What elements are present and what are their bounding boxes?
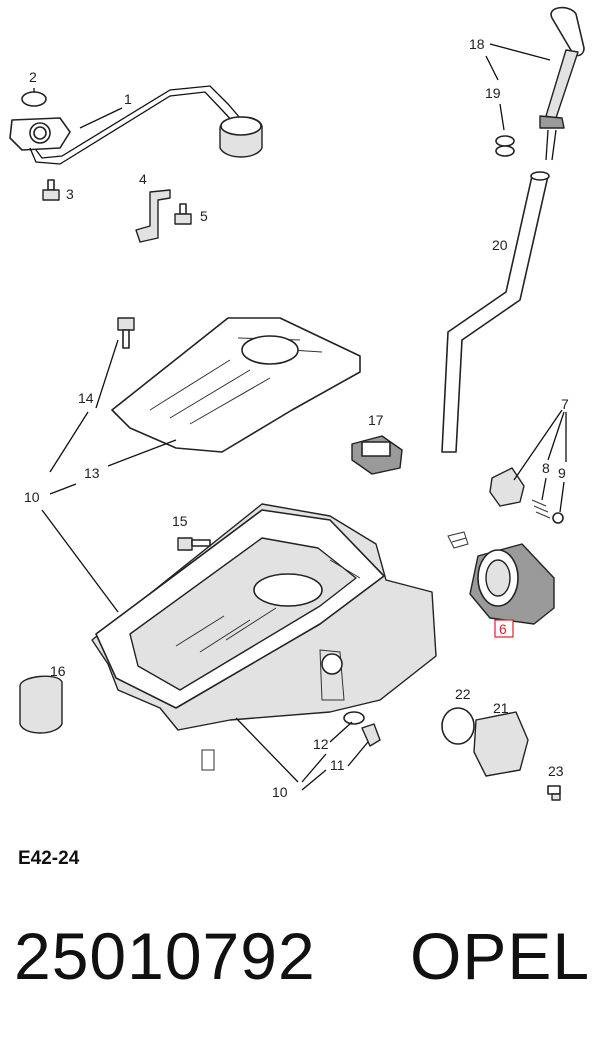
guide-tube-top xyxy=(530,171,550,181)
callout-labels: 1 2 3 4 5 6 7 8 9 10 10 11 12 13 14 15 1… xyxy=(24,36,569,800)
o-ring-part-19[interactable] xyxy=(495,135,515,157)
bracket-part-4[interactable] xyxy=(135,189,171,243)
callout-17[interactable]: 17 xyxy=(368,412,384,428)
callout-2[interactable]: 2 xyxy=(29,69,37,85)
guide-tube-part-20[interactable] xyxy=(441,175,549,453)
leader-lines xyxy=(33,43,567,791)
baffle-plate-part-13[interactable] xyxy=(111,317,361,453)
oil-filter-part-6[interactable] xyxy=(469,543,555,625)
filter-housing-part-21[interactable] xyxy=(473,711,529,777)
bolt-part-5[interactable] xyxy=(174,203,192,225)
callout-4[interactable]: 4 xyxy=(139,171,147,187)
part-number: 25010792 xyxy=(14,919,316,993)
bolt-part-14[interactable] xyxy=(117,317,135,349)
callout-19[interactable]: 19 xyxy=(485,85,501,101)
callout-23[interactable]: 23 xyxy=(548,763,564,779)
exploded-parts-diagram: 1 2 3 4 5 6 7 8 9 10 10 11 12 13 14 15 1… xyxy=(9,6,585,801)
callout-1[interactable]: 1 xyxy=(124,91,132,107)
callout-16[interactable]: 16 xyxy=(50,663,66,679)
gasket-part-22[interactable] xyxy=(441,707,475,745)
brand-name: OPEL xyxy=(410,919,591,993)
callout-9[interactable]: 9 xyxy=(558,465,566,481)
callout-6[interactable]: 6 xyxy=(499,621,507,637)
oil-pipe-part-1[interactable] xyxy=(9,85,263,165)
bolt-part-23[interactable] xyxy=(547,785,561,801)
callout-7[interactable]: 7 xyxy=(561,396,569,412)
callout-5[interactable]: 5 xyxy=(200,208,208,224)
o-ring-part-2[interactable] xyxy=(21,91,47,107)
dipstick-part-18[interactable] xyxy=(539,6,585,161)
drain-plug-part-11[interactable] xyxy=(361,723,381,747)
diagram-code: E42-24 xyxy=(18,848,80,869)
strainer-part-17[interactable] xyxy=(351,435,403,475)
callout-8[interactable]: 8 xyxy=(542,460,550,476)
callout-15[interactable]: 15 xyxy=(172,513,188,529)
callout-6-highlight-box xyxy=(494,619,514,638)
callout-18[interactable]: 18 xyxy=(469,36,485,52)
ball-part-9[interactable] xyxy=(552,512,564,524)
callout-14[interactable]: 14 xyxy=(78,390,94,406)
callout-13[interactable]: 13 xyxy=(84,465,100,481)
washer-part-12[interactable] xyxy=(343,711,365,725)
callout-10-lower[interactable]: 10 xyxy=(272,784,288,800)
callout-10-upper[interactable]: 10 xyxy=(24,489,40,505)
seal-part-16[interactable] xyxy=(19,675,63,734)
callout-3[interactable]: 3 xyxy=(66,186,74,202)
callout-20[interactable]: 20 xyxy=(492,237,508,253)
adapter-plug xyxy=(447,531,469,549)
callout-12[interactable]: 12 xyxy=(313,736,329,752)
ghost-bolt xyxy=(201,749,215,771)
spring-part-8[interactable] xyxy=(531,499,551,519)
bolt-part-3[interactable] xyxy=(42,179,60,201)
callout-22[interactable]: 22 xyxy=(455,686,471,702)
bolt-part-15[interactable] xyxy=(177,537,211,551)
callout-11[interactable]: 11 xyxy=(330,757,345,773)
callout-21[interactable]: 21 xyxy=(493,700,509,716)
